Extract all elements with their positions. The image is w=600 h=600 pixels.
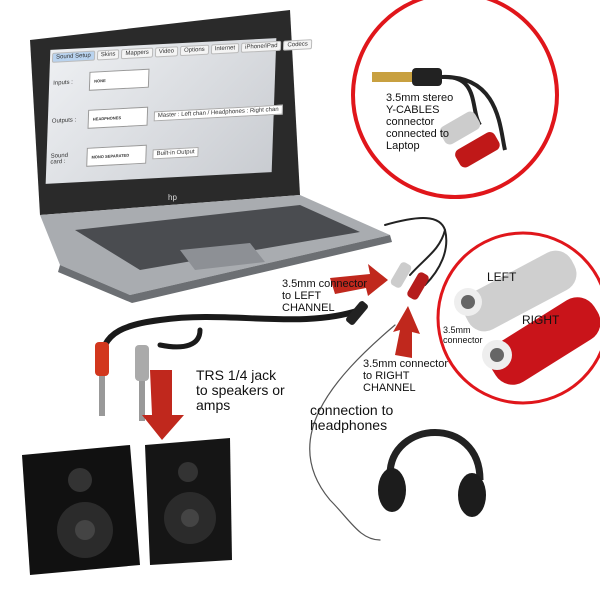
left-connector — [390, 262, 412, 288]
cables — [102, 217, 448, 541]
3-5mm-plug — [346, 301, 368, 325]
ycable-zoom-circle — [351, 0, 559, 199]
speakers — [22, 438, 232, 575]
soundcard-label: Sound card : — [50, 152, 69, 166]
trs-label: TRS 1/4 jack to speakers or amps — [196, 367, 285, 413]
inputs-selector[interactable]: NONE — [88, 68, 150, 91]
tab-mappers[interactable]: Mappers — [121, 47, 153, 60]
tab-sound-setup[interactable]: Sound Setup — [51, 50, 95, 63]
inputs-label: Inputs : — [53, 79, 73, 87]
outputs-selector[interactable]: HEADPHONES — [87, 106, 149, 129]
right-connector — [407, 272, 429, 300]
connector-zoom-circle — [436, 231, 600, 405]
outputs-label: Outputs : — [51, 116, 77, 125]
arrows — [142, 264, 420, 440]
headphones-label: connection to headphones — [310, 402, 394, 433]
laptop-screen: Sound Setup Skins Mappers Video Options … — [45, 38, 312, 184]
right-connector-label: 3.5mm connector to RIGHT CHANNEL — [363, 358, 448, 394]
outputs-field[interactable]: Master : Left chan / Headphones : Right … — [153, 104, 283, 121]
zoom-right-label: RIGHT — [522, 313, 560, 327]
tab-skins[interactable]: Skins — [96, 49, 120, 61]
trs-jacks — [95, 342, 149, 421]
zoom-left-label: LEFT — [487, 270, 517, 284]
tab-video[interactable]: Video — [154, 46, 179, 58]
hp-logo: hp — [168, 193, 177, 202]
tab-internet[interactable]: Internet — [210, 43, 240, 55]
tab-options[interactable]: Options — [179, 44, 209, 57]
tab-iphone-ipad[interactable]: iPhone/iPad — [240, 40, 282, 53]
left-connector-label: 3.5mm connector to LEFT CHANNEL — [282, 278, 367, 314]
tab-codecs[interactable]: Codecs — [283, 39, 312, 51]
ycable-label: 3.5mm stereo Y-CABLES connector connecte… — [386, 92, 454, 152]
soundcard-field[interactable]: Built-in Output — [152, 146, 199, 159]
zoom-connector-label: 3.5mm connector — [443, 325, 483, 345]
headphones — [378, 429, 486, 517]
soundcard-selector[interactable]: MONO SEPARATED — [86, 144, 147, 167]
